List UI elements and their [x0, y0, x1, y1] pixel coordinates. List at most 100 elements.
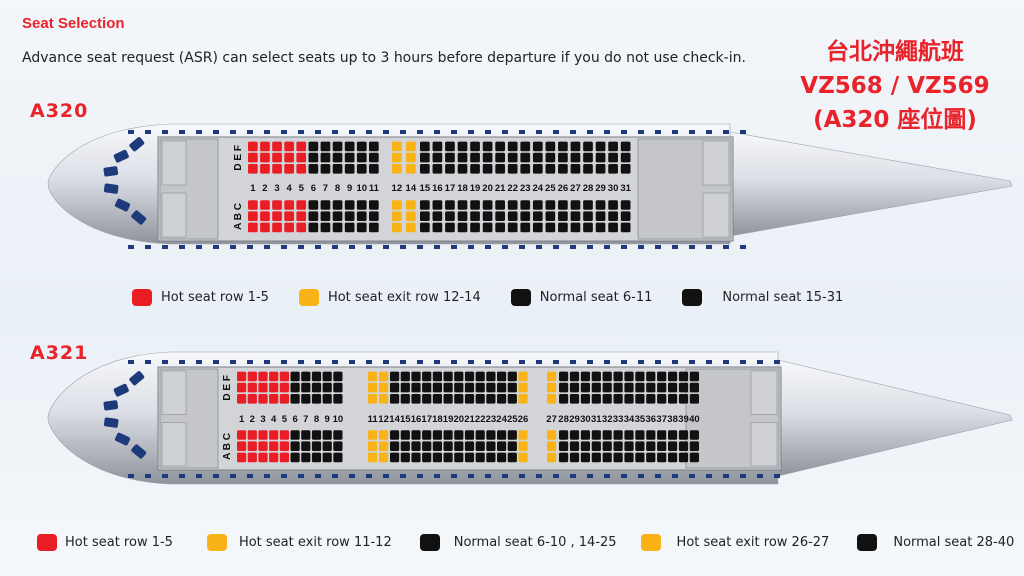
seat: [689, 441, 699, 451]
page-subtitle: Advance seat request (ASR) can select se…: [22, 50, 746, 66]
seat: [689, 371, 699, 382]
seat: [545, 200, 556, 210]
window: [213, 474, 219, 478]
seat: [497, 441, 507, 451]
window: [757, 360, 763, 364]
seat: [390, 382, 400, 393]
seat: [308, 211, 319, 221]
seat: [620, 200, 631, 210]
seat: [624, 382, 634, 393]
seat: [602, 394, 612, 404]
legend-label: Hot seat row 1-5: [65, 535, 173, 550]
seat: [432, 371, 442, 382]
seat: [507, 200, 518, 210]
seat: [608, 222, 618, 233]
seat: [559, 452, 569, 463]
seat: [591, 430, 601, 440]
row-number: 26: [518, 414, 529, 425]
seat: [495, 200, 505, 210]
window: [298, 245, 304, 249]
seat: [369, 200, 379, 210]
galley-unit: [750, 370, 778, 415]
row-number: 11: [369, 183, 380, 194]
seat: [635, 394, 645, 404]
seat: [558, 211, 568, 221]
seat: [420, 200, 430, 210]
cockpit-window: [114, 432, 131, 446]
window: [706, 474, 712, 478]
window: [383, 360, 389, 364]
window: [434, 130, 440, 134]
window: [315, 360, 321, 364]
window: [400, 474, 406, 478]
seat: [495, 222, 505, 233]
window: [451, 474, 457, 478]
seat: [369, 152, 379, 163]
seat: [457, 141, 468, 152]
seat: [320, 222, 331, 233]
seat: [272, 141, 282, 152]
seat: [497, 394, 507, 404]
seat: [237, 452, 247, 463]
seat: [333, 452, 343, 463]
galley-unit: [161, 192, 187, 238]
row-number: 19: [443, 414, 454, 425]
seat: [422, 452, 432, 463]
window: [230, 130, 236, 134]
window: [145, 360, 151, 364]
seat: [406, 152, 416, 163]
seat: [507, 152, 518, 163]
seat: [272, 211, 282, 221]
seat: [296, 141, 307, 152]
seat: [518, 430, 528, 440]
seat: [443, 382, 453, 393]
row-number: 29: [595, 183, 606, 194]
seat: [475, 441, 485, 451]
seat: [559, 394, 569, 404]
seat: [580, 394, 590, 404]
window: [179, 360, 185, 364]
seat: [613, 452, 623, 463]
row-number: 17: [445, 183, 456, 194]
seat: [507, 452, 517, 463]
window: [434, 360, 440, 364]
seat: [301, 441, 311, 451]
seat: [258, 382, 268, 393]
seat: [320, 211, 331, 221]
seat: [482, 222, 493, 233]
row-number: 29: [569, 414, 580, 425]
row-number: 31: [620, 183, 631, 194]
seat: [258, 452, 268, 463]
seat: [392, 222, 402, 233]
seat: [495, 152, 505, 163]
window: [740, 360, 746, 364]
seat: [248, 141, 258, 152]
seat: [279, 452, 289, 463]
window: [434, 245, 440, 249]
seat: [678, 371, 689, 382]
seat: [333, 441, 343, 451]
window: [417, 360, 423, 364]
seat: [602, 441, 612, 451]
seat: [284, 164, 294, 174]
window: [774, 474, 780, 478]
window: [638, 130, 644, 134]
seat: [624, 394, 634, 404]
seat: [613, 430, 623, 440]
window: [451, 360, 457, 364]
seat: [608, 164, 618, 174]
seat: [308, 141, 319, 152]
seat: [301, 430, 311, 440]
seat: [344, 222, 355, 233]
seat: [237, 430, 247, 440]
seat: [624, 371, 634, 382]
seat: [443, 394, 453, 404]
seat: [247, 371, 257, 382]
cockpit-window: [113, 149, 129, 163]
seat: [445, 152, 455, 163]
seat: [432, 452, 442, 463]
window: [604, 360, 610, 364]
seat: [595, 152, 606, 163]
seat: [368, 430, 378, 440]
